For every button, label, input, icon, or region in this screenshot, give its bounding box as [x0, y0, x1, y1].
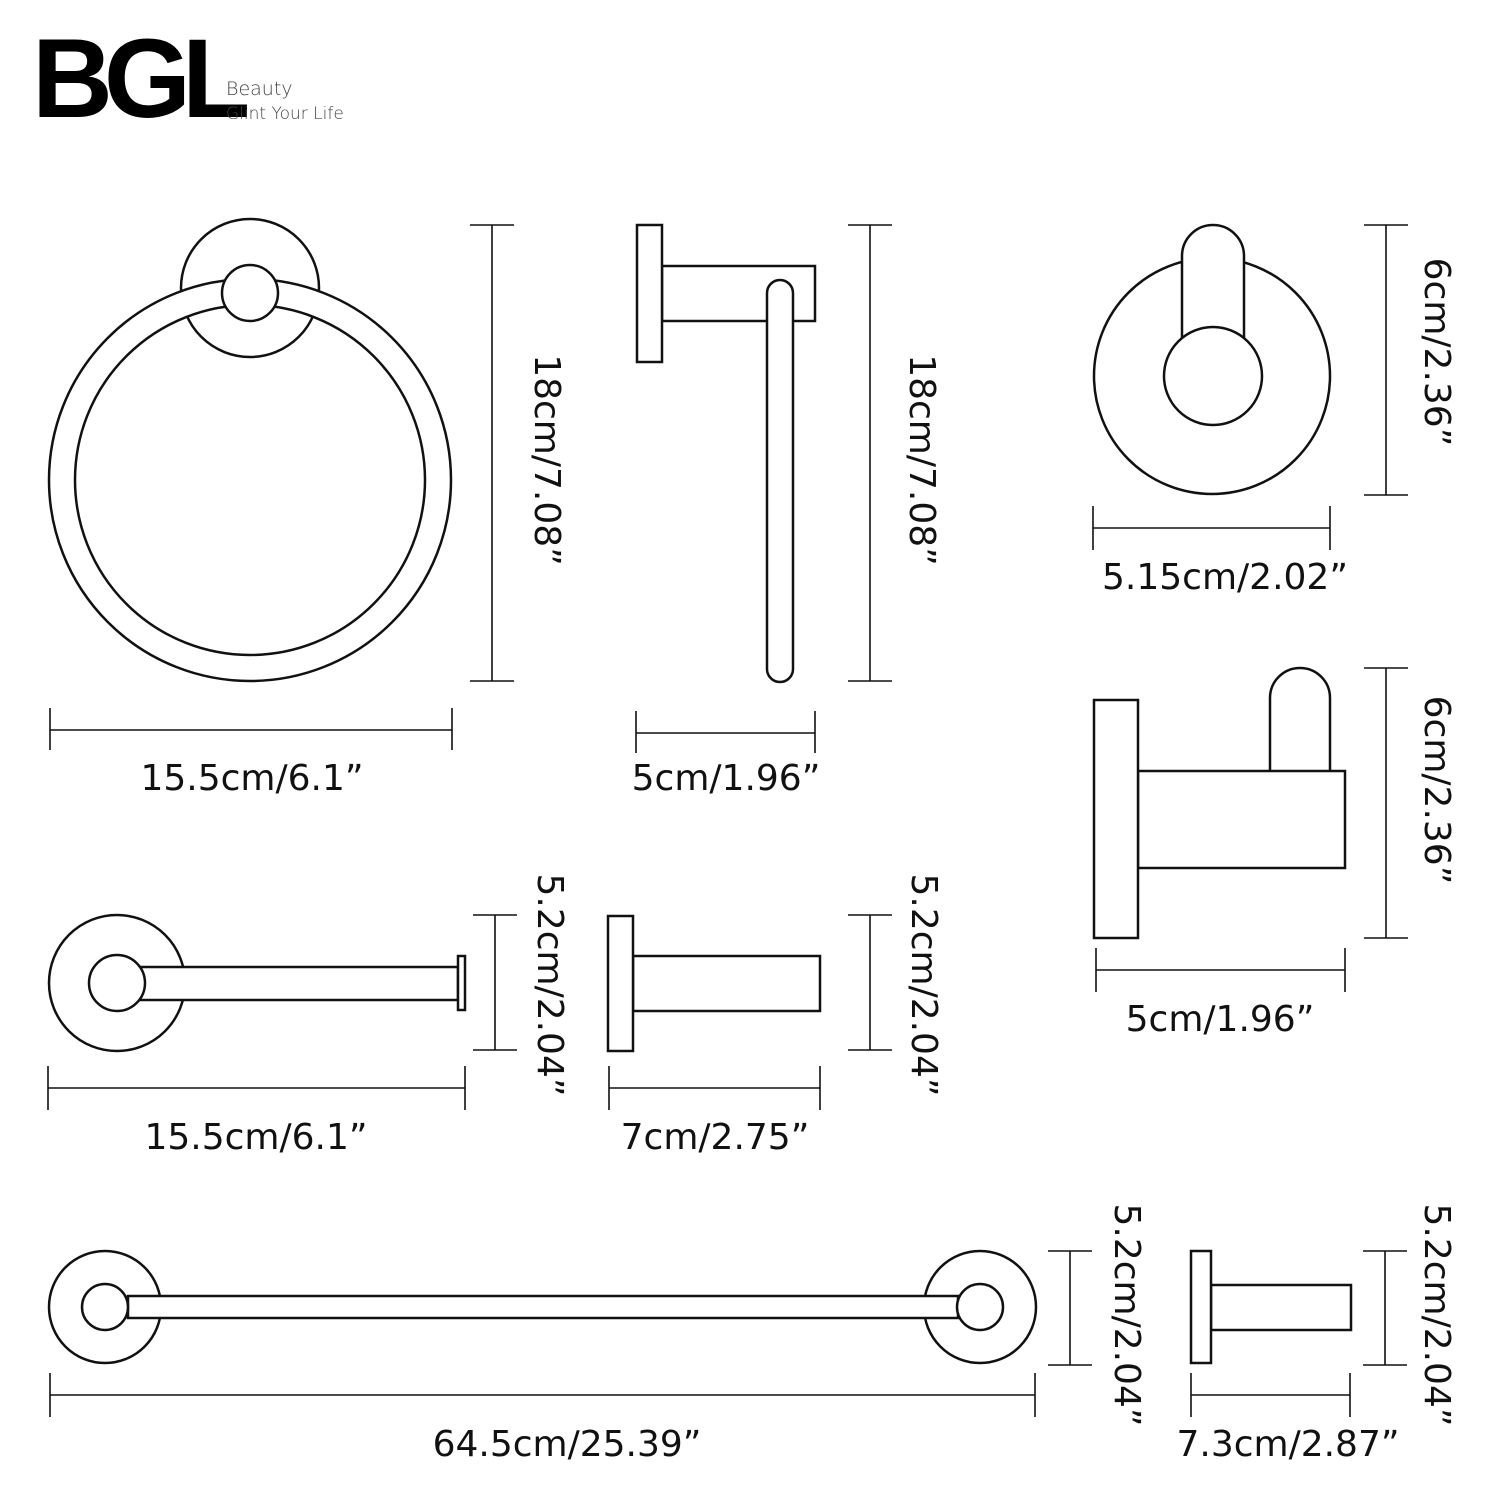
bar-side-height-label: 5.2cm/2.04”	[1416, 1203, 1457, 1426]
holder-width-dimension	[635, 711, 816, 753]
logo-line2: Glint Your Life	[226, 104, 344, 124]
holder-plate	[635, 223, 664, 364]
paper-holder-width-dimension	[47, 1066, 466, 1110]
paper-side-width-dimension	[608, 1066, 821, 1110]
ring-height-dimension	[470, 224, 514, 682]
bar-width-dimension	[49, 1373, 1036, 1417]
bar-height-dimension	[1048, 1250, 1092, 1366]
side-hook-height-dimension	[1364, 667, 1408, 939]
paper-side-height-dimension	[848, 914, 892, 1051]
side-hook-width-dimension	[1095, 948, 1346, 992]
logo: BGL Beauty Glint Your Life	[32, 16, 344, 141]
hook-height-label: 6cm/2.36”	[1416, 258, 1457, 447]
paper-side-width-label: 7cm/2.75”	[621, 1117, 810, 1158]
bar-right-knob	[955, 1282, 1005, 1332]
paper-holder-bar	[138, 965, 460, 1002]
logo-line1: Beauty	[226, 78, 293, 100]
side-hook-tip	[1268, 666, 1332, 771]
bar-side-height-dimension	[1363, 1250, 1407, 1366]
side-hook-plate	[1092, 698, 1140, 940]
bar-side-width-label: 7.3cm/2.87”	[1176, 1424, 1399, 1465]
side-hook-width-label: 5cm/1.96”	[1126, 999, 1315, 1040]
bar-side-arm	[1209, 1283, 1353, 1332]
holder-height-label: 18cm/7.08”	[901, 354, 942, 566]
bar-side-width-dimension	[1190, 1373, 1351, 1417]
logo-brand: BGL	[32, 16, 247, 141]
ring-width-dimension	[49, 708, 453, 750]
bar-width-label: 64.5cm/25.39”	[433, 1424, 702, 1465]
paper-holder-front-drawing: 5.2cm/2.04” 15.5cm/6.1”	[47, 873, 570, 1158]
paper-holder-height-dimension	[473, 914, 517, 1051]
paper-side-arm	[631, 954, 822, 1013]
towel-bar-side-drawing: 5.2cm/2.04” 7.3cm/2.87”	[1176, 1203, 1457, 1465]
holder-height-dimension	[848, 224, 892, 682]
hook-height-dimension	[1364, 224, 1408, 496]
bar-rod	[126, 1294, 960, 1320]
towel-bar-front-drawing: 5.2cm/2.04” 64.5cm/25.39”	[47, 1203, 1147, 1465]
paper-holder-knob	[87, 953, 147, 1013]
holder-bar	[765, 278, 795, 684]
hook-arm-top	[1180, 223, 1246, 345]
towel-ring-drawing: 18cm/7.08” 15.5cm/6.1”	[47, 217, 567, 799]
paper-side-plate	[606, 914, 635, 1053]
robe-hook-side-drawing: 6cm/2.36” 5cm/1.96”	[1092, 666, 1457, 1040]
hook-knob	[1162, 325, 1264, 427]
hand-towel-holder-drawing: 18cm/7.08” 5cm/1.96”	[632, 223, 942, 799]
hook-width-dimension	[1092, 506, 1331, 550]
paper-side-height-label: 5.2cm/2.04”	[903, 873, 944, 1096]
bar-side-plate	[1189, 1249, 1213, 1365]
paper-holder-width-label: 15.5cm/6.1”	[144, 1117, 367, 1158]
ring-loop	[47, 277, 453, 683]
bar-left-knob	[80, 1282, 130, 1332]
holder-width-label: 5cm/1.96”	[632, 758, 821, 799]
paper-holder-side-drawing: 5.2cm/2.04” 7cm/2.75”	[606, 873, 944, 1158]
robe-hook-front-drawing: 6cm/2.36” 5.15cm/2.02”	[1092, 223, 1457, 598]
paper-holder-height-label: 5.2cm/2.04”	[529, 873, 570, 1096]
side-hook-height-label: 6cm/2.36”	[1416, 696, 1457, 885]
side-hook-arm	[1136, 769, 1347, 870]
paper-holder-cap	[456, 954, 467, 1012]
bar-height-label: 5.2cm/2.04”	[1106, 1203, 1147, 1426]
hook-width-label: 5.15cm/2.02”	[1102, 557, 1348, 598]
ring-height-label: 18cm/7.08”	[526, 354, 567, 566]
ring-width-label: 15.5cm/6.1”	[140, 758, 363, 799]
ring-knob	[220, 263, 280, 323]
